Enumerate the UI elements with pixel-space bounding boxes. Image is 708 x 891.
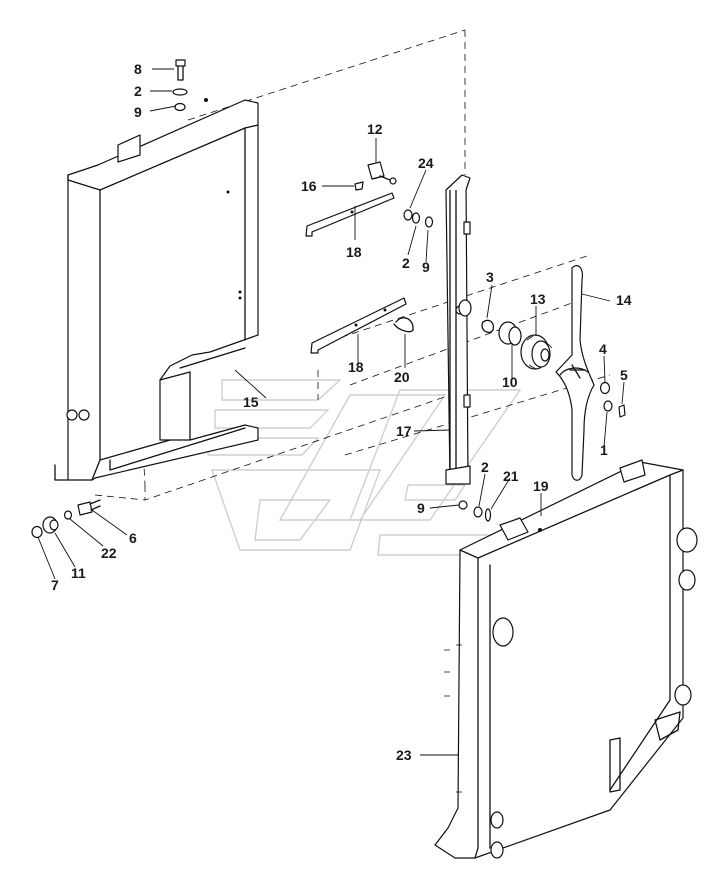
callout-2: 2	[481, 459, 489, 475]
callout-21: 21	[503, 468, 519, 484]
callout-24: 24	[418, 155, 434, 171]
mount-fastener-stack	[31, 499, 101, 539]
callout-14: 14	[616, 292, 632, 308]
lower-bracket-hardware	[310, 297, 414, 354]
callout-9: 9	[417, 500, 425, 516]
callout-5: 5	[620, 367, 628, 383]
callout-2: 2	[402, 255, 410, 271]
fan-hub-assembly	[458, 299, 553, 370]
callout-13: 13	[530, 291, 546, 307]
callout-9: 9	[422, 259, 430, 275]
callout-18: 18	[346, 244, 362, 260]
callout-16: 16	[301, 178, 317, 194]
top-fastener-stack	[172, 59, 188, 112]
vertical-bracket	[445, 174, 471, 485]
callout-12: 12	[367, 121, 383, 137]
callout-22: 22	[101, 545, 117, 561]
fan-blade	[555, 265, 595, 481]
blade-fasteners	[599, 381, 626, 418]
callout-10: 10	[502, 374, 518, 390]
callout-labels: 8 2 9 12 16 24 18 2 9 3 13 14 18 20 10 4…	[51, 61, 632, 763]
diagram-watermark-icon	[207, 379, 562, 556]
callout-1: 1	[600, 442, 608, 458]
callout-3: 3	[486, 269, 494, 285]
callout-9: 9	[134, 104, 142, 120]
upper-bracket-hardware	[305, 161, 434, 237]
callout-19: 19	[533, 478, 549, 494]
callout-23: 23	[396, 747, 412, 763]
callout-2: 2	[134, 83, 142, 99]
shroud-frame	[54, 98, 259, 481]
callout-4: 4	[599, 341, 607, 357]
callout-7: 7	[51, 577, 59, 593]
callout-11: 11	[71, 565, 86, 581]
callout-6: 6	[129, 530, 137, 546]
callout-20: 20	[394, 369, 410, 385]
radiator-core	[434, 459, 698, 859]
callout-8: 8	[134, 61, 142, 77]
leader-lines	[37, 68, 625, 756]
callout-18: 18	[348, 359, 364, 375]
callout-15: 15	[243, 394, 259, 410]
callout-17: 17	[396, 423, 412, 439]
